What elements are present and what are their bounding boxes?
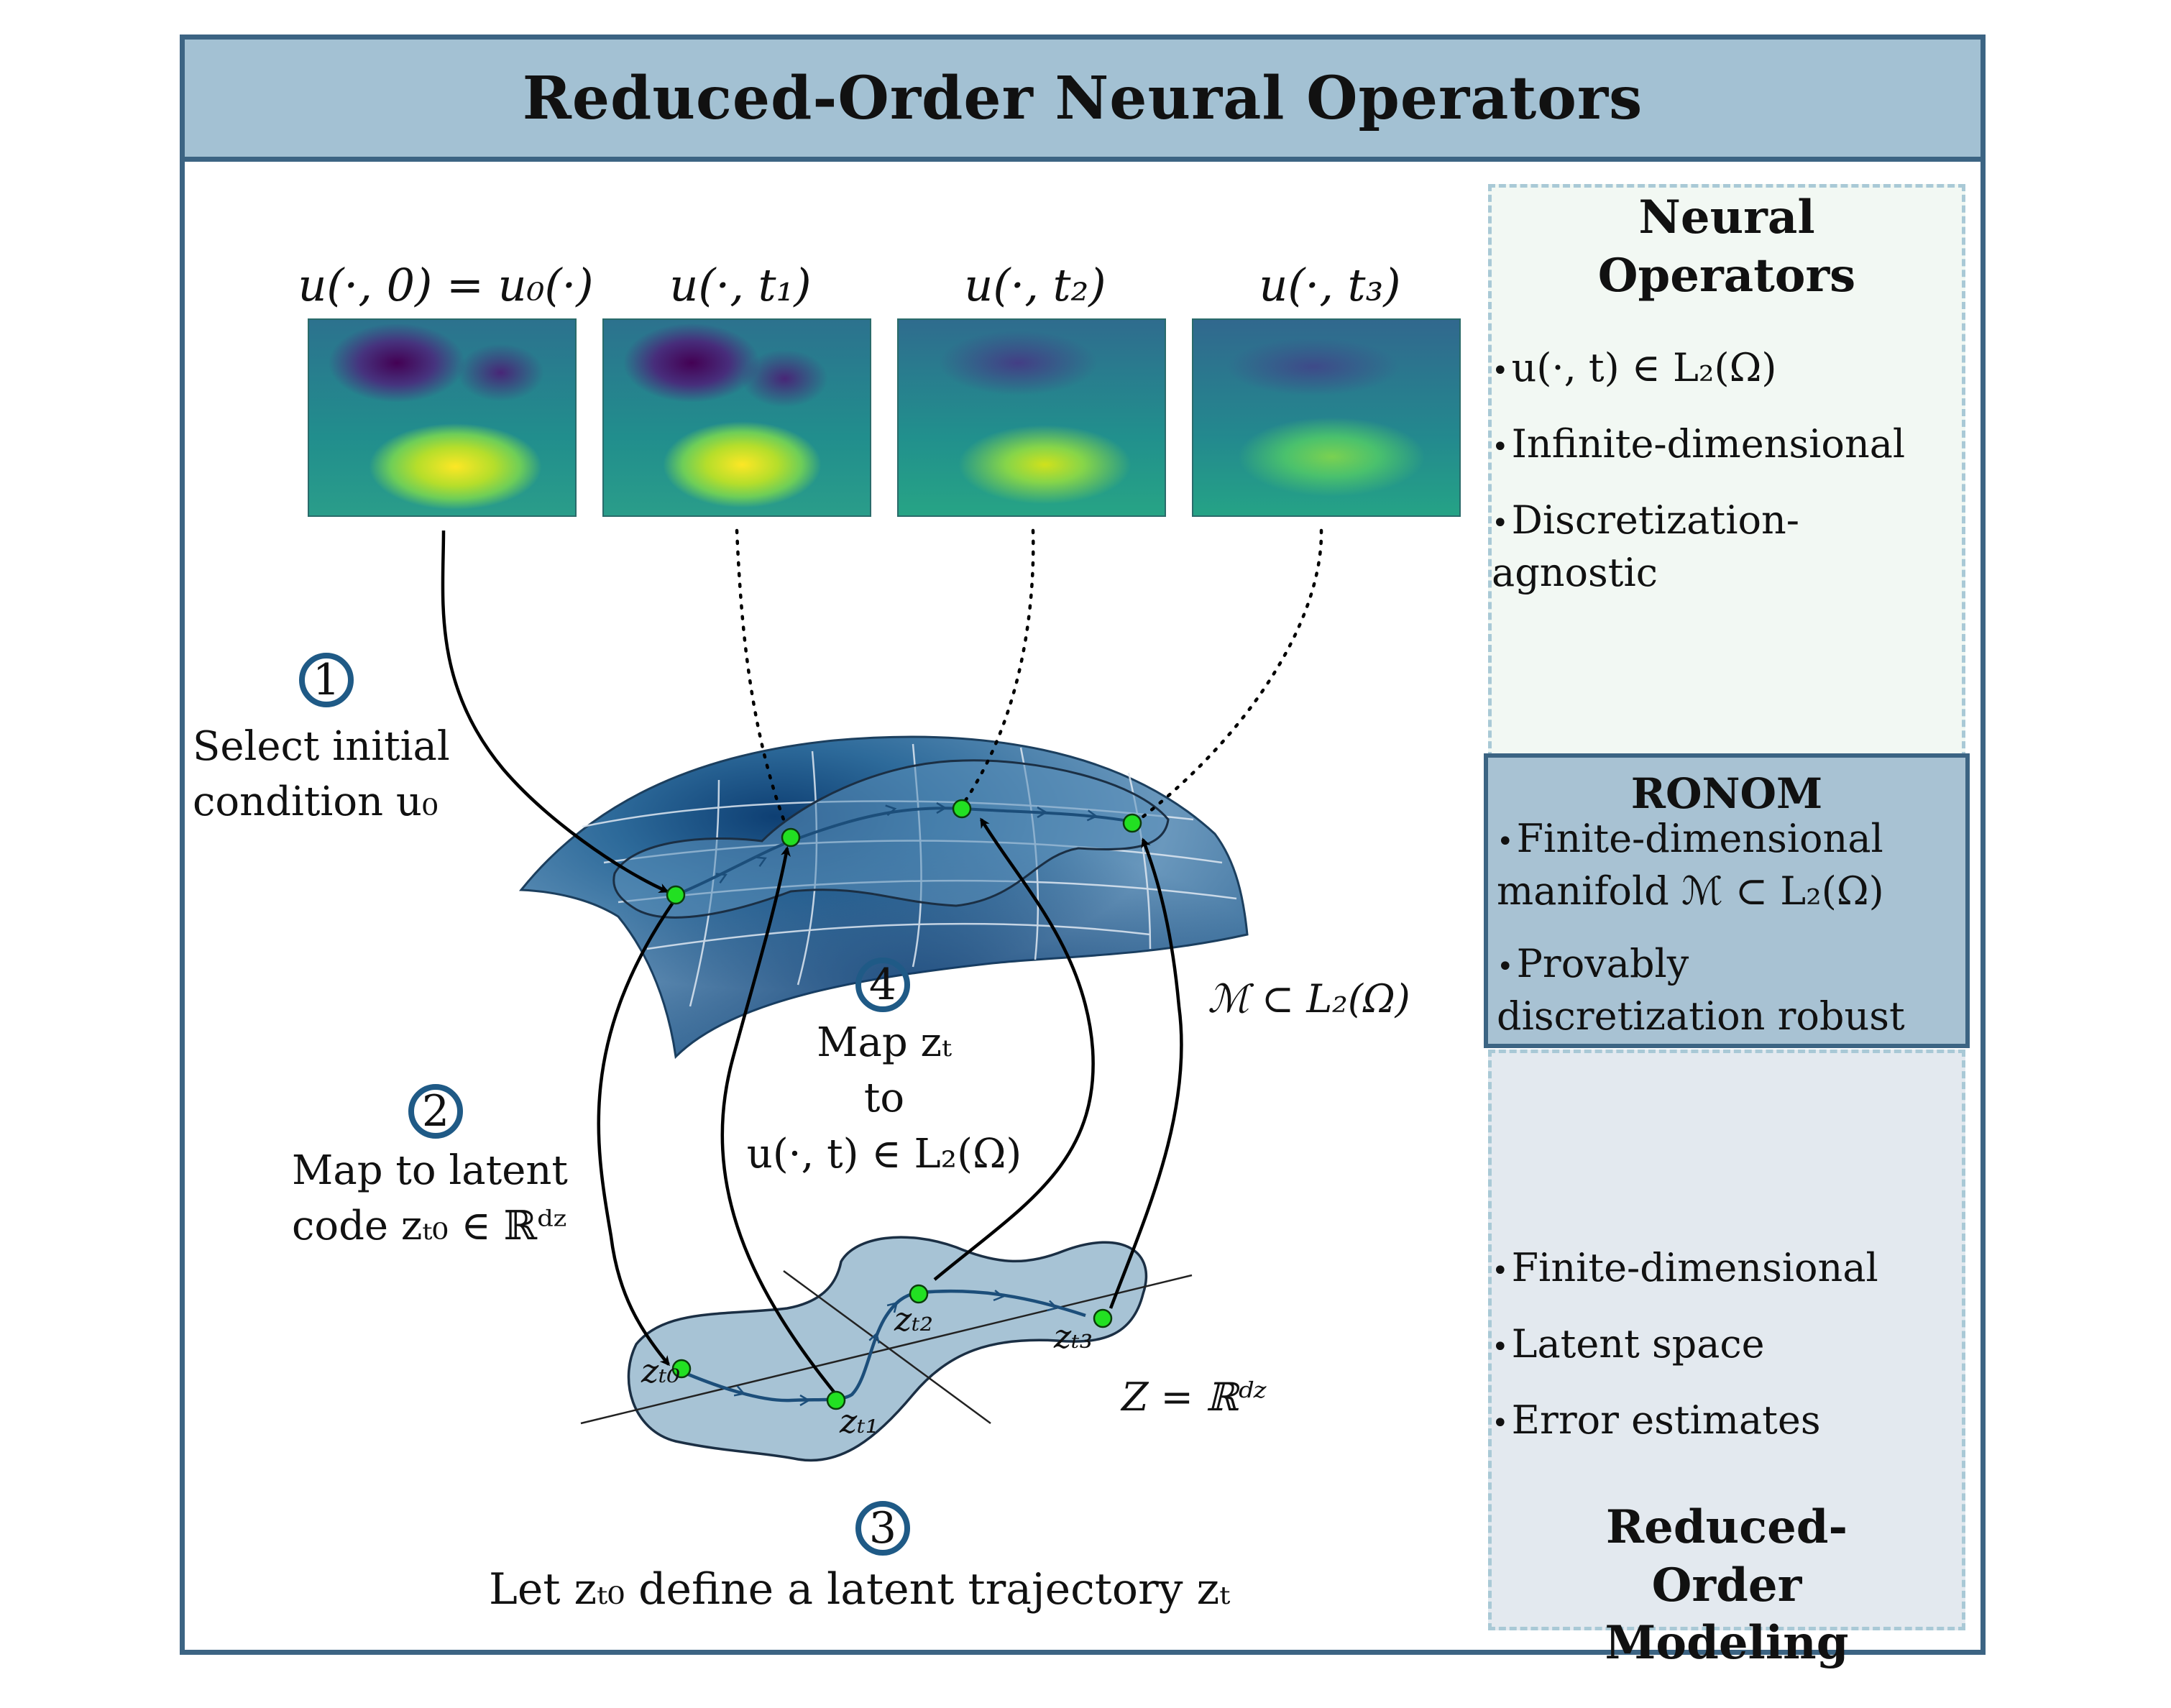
neural-operators-bullet-2: •Discretization-agnostic	[1492, 497, 1800, 596]
latent-space-label: Z = ℝᵈᶻ	[1121, 1374, 1267, 1420]
heatmap-snapshot-0	[308, 318, 577, 517]
figure-title: Reduced-Order Neural Operators	[522, 63, 1643, 133]
step-4-text: Map zₜ to u(·, t) ∈ L₂(Ω)	[719, 1015, 1050, 1182]
arrow-decode-t3	[1109, 837, 1183, 1309]
heatmap-snapshot-2	[897, 318, 1166, 517]
step-4-circle: 4	[855, 958, 910, 1012]
step-2-line2: code zₜ₀ ∈ ℝᵈᶻ	[292, 1203, 567, 1250]
step-4-line1: Map zₜ	[817, 1019, 952, 1066]
latent-point-label-1: zₜ₁	[840, 1402, 879, 1441]
manifold-surface	[518, 735, 1249, 1060]
step-4-line3: u(·, t) ∈ L₂(Ω)	[746, 1130, 1022, 1177]
latent-point-label-0: zₜ₀	[641, 1351, 681, 1390]
neural-operators-bullet-1: •Infinite-dimensional	[1492, 421, 1906, 467]
snapshot-label-1: u(·, t₁)	[669, 259, 812, 311]
arrow-initial-condition	[441, 530, 669, 894]
ronom-bullet-0: •Finite-dimensional manifold ℳ ⊂ L₂(Ω)	[1497, 816, 1884, 914]
rom-bullet-0: •Finite-dimensional	[1492, 1245, 1878, 1290]
dotted-link-t2	[961, 528, 1035, 806]
step-2-text: Map to latent code zₜ₀ ∈ ℝᵈᶻ	[292, 1143, 568, 1254]
latent-space-region	[580, 1236, 1193, 1462]
snapshot-label-2: u(·, t₂)	[964, 259, 1106, 311]
heatmap-snapshot-3	[1192, 318, 1461, 517]
latent-points	[671, 1284, 1113, 1410]
rom-heading: Reduced-Order Modeling	[1605, 1500, 1849, 1671]
neural-operators-panel: Neural Operators •u(·, t) ∈ L₂(Ω) •Infin…	[1488, 184, 1965, 759]
step-4-line2: to	[863, 1075, 905, 1122]
latent-point-label-2: zₜ₂	[894, 1300, 934, 1339]
dotted-link-t3	[1137, 528, 1323, 822]
ronom-heading: RONOM	[1630, 769, 1823, 818]
step-3-number: 3	[868, 1503, 897, 1553]
arrow-decode-t1	[720, 846, 837, 1396]
step-2-number: 2	[421, 1086, 450, 1137]
rom-bullet-2: •Error estimates	[1492, 1397, 1821, 1443]
manifold-label: ℳ ⊂ L₂(Ω)	[1208, 976, 1410, 1021]
neural-operators-heading: Neural Operators	[1597, 190, 1856, 303]
step-2-line1: Map to latent	[292, 1147, 568, 1194]
ronom-bullet-1: •Provably discretization robust	[1497, 941, 1905, 1039]
step-1-line2: condition u₀	[193, 779, 439, 826]
manifold-points	[666, 799, 1142, 905]
rom-bullet-1: •Latent space	[1492, 1321, 1765, 1367]
heatmap-snapshot-1	[602, 318, 871, 517]
dotted-link-t1	[735, 528, 786, 822]
reduced-order-modeling-panel: •Finite-dimensional •Latent space •Error…	[1488, 1050, 1965, 1670]
step-2-circle: 2	[408, 1084, 463, 1139]
ronom-panel: RONOM •Finite-dimensional manifold ℳ ⊂ L…	[1484, 753, 1970, 1048]
step-3-circle: 3	[855, 1501, 910, 1556]
step-1-number: 1	[312, 655, 341, 705]
step-1-circle: 1	[299, 653, 354, 707]
step-1-text: Select initial condition u₀	[193, 719, 450, 830]
step-1-line1: Select initial	[193, 723, 450, 770]
title-bar: Reduced-Order Neural Operators	[185, 40, 1980, 162]
arrow-encode	[597, 897, 677, 1367]
snapshot-label-3: u(·, t₃)	[1259, 259, 1401, 311]
snapshot-label-0: u(·, 0) = u₀(·)	[298, 259, 594, 311]
latent-point-label-3: zₜ₃	[1054, 1317, 1093, 1356]
neural-operators-bullet-0: •u(·, t) ∈ L₂(Ω)	[1492, 345, 1777, 390]
step-4-number: 4	[868, 960, 897, 1010]
arrow-decode-t2	[933, 817, 1095, 1281]
step-3-text: Let zₜ₀ define a latent trajectory zₜ	[489, 1564, 1231, 1615]
